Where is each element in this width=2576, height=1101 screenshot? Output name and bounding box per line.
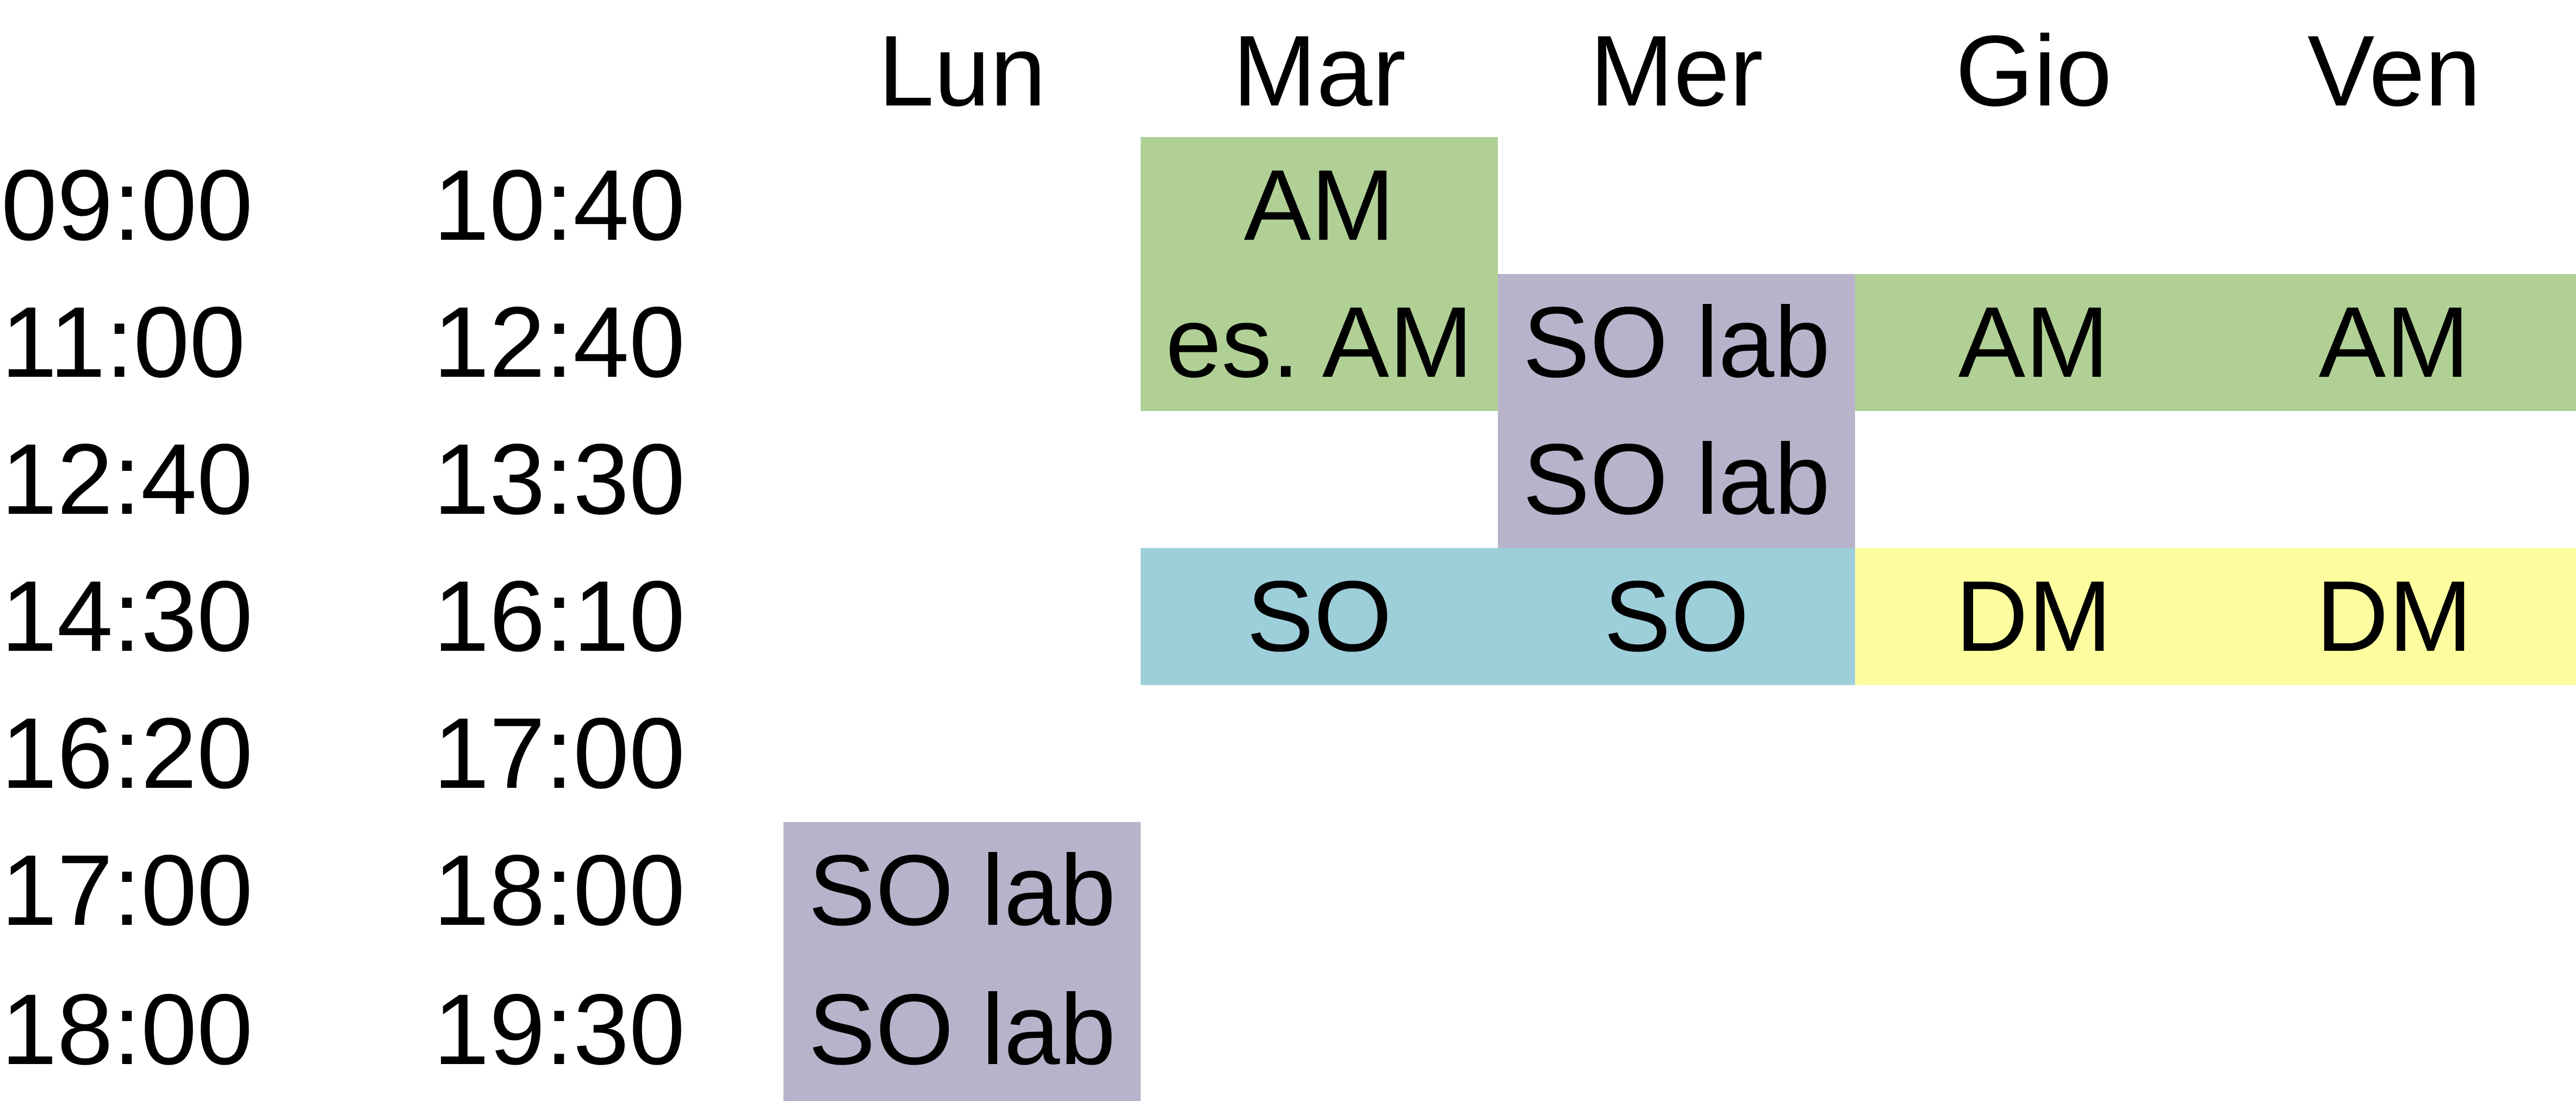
session-cell xyxy=(1855,137,2212,274)
session-cell xyxy=(2212,822,2576,959)
session-cell: DM xyxy=(2212,548,2576,685)
session-cell: SO lab xyxy=(1498,411,1855,548)
header-spacer-start xyxy=(0,0,432,137)
time-end: 10:40 xyxy=(433,149,685,262)
session-cell xyxy=(783,274,1141,411)
session-cell xyxy=(1498,685,1855,822)
session-cell: AM xyxy=(1855,274,2212,411)
day-header-tuesday: Mar xyxy=(1233,15,1406,127)
session-cell xyxy=(1498,822,1855,959)
time-start: 17:00 xyxy=(1,834,253,947)
session-cell: SO lab xyxy=(1498,274,1855,411)
time-start: 18:00 xyxy=(1,974,253,1086)
session-cell: SO lab xyxy=(783,959,1141,1101)
time-end: 18:00 xyxy=(433,834,685,947)
session-cell xyxy=(2212,137,2576,274)
session-cell xyxy=(1141,959,1498,1101)
day-header-wednesday: Mer xyxy=(1590,15,1763,127)
session-cell xyxy=(1141,822,1498,959)
time-start: 09:00 xyxy=(1,149,253,262)
session-cell xyxy=(783,685,1141,822)
time-end: 16:10 xyxy=(433,560,685,673)
session-cell xyxy=(1498,959,1855,1101)
time-end: 17:00 xyxy=(433,697,685,810)
session-cell xyxy=(2212,685,2576,822)
session-cell: SO xyxy=(1141,548,1498,685)
header-spacer-end xyxy=(432,0,783,137)
time-start: 12:40 xyxy=(1,423,253,536)
session-cell xyxy=(1855,822,2212,959)
session-cell xyxy=(2212,959,2576,1101)
time-end: 12:40 xyxy=(433,286,685,399)
session-cell xyxy=(1141,685,1498,822)
time-start: 11:00 xyxy=(1,286,246,399)
session-cell xyxy=(1855,959,2212,1101)
session-cell xyxy=(783,411,1141,548)
session-cell: SO xyxy=(1498,548,1855,685)
day-header-friday: Ven xyxy=(2307,15,2481,127)
session-cell xyxy=(783,548,1141,685)
session-cell: DM xyxy=(1855,548,2212,685)
session-cell xyxy=(2212,411,2576,548)
day-header-monday: Lun xyxy=(878,15,1046,127)
session-cell: AM xyxy=(1141,137,1498,274)
session-cell xyxy=(1855,685,2212,822)
session-cell xyxy=(783,137,1141,274)
time-start: 16:20 xyxy=(1,697,253,810)
session-cell: SO lab xyxy=(783,822,1141,959)
session-cell xyxy=(1855,411,2212,548)
session-cell: es. AM xyxy=(1141,274,1498,411)
session-cell xyxy=(1141,411,1498,548)
session-cell: AM xyxy=(2212,274,2576,411)
day-header-thursday: Gio xyxy=(1955,15,2112,127)
session-cell xyxy=(1498,137,1855,274)
time-start: 14:30 xyxy=(1,560,253,673)
time-end: 13:30 xyxy=(433,423,685,536)
time-end: 19:30 xyxy=(433,974,685,1086)
